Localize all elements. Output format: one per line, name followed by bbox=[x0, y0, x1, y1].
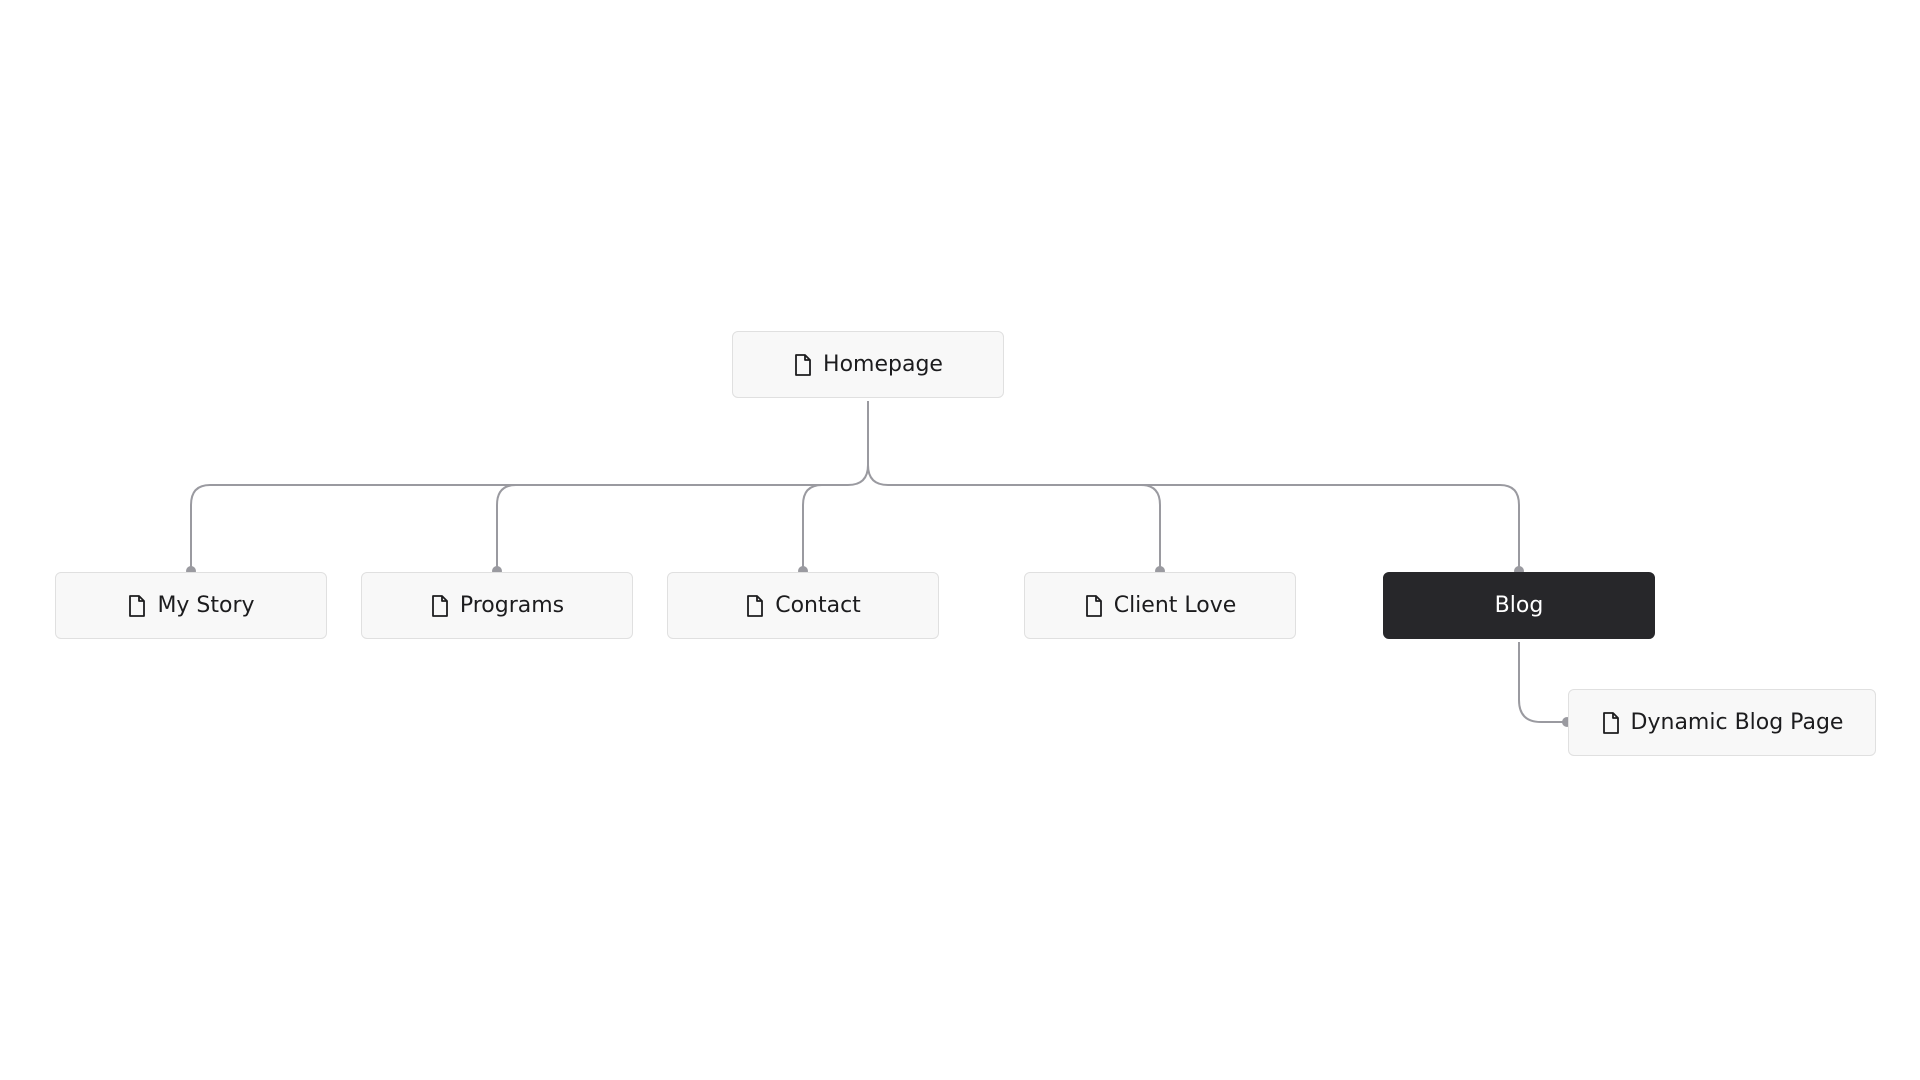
node-client-love[interactable]: Client Love bbox=[1024, 572, 1296, 639]
node-programs[interactable]: Programs bbox=[361, 572, 633, 639]
node-label: Homepage bbox=[823, 352, 943, 377]
node-my-story[interactable]: My Story bbox=[55, 572, 327, 639]
connector-root-right bbox=[867, 464, 1520, 571]
page-icon bbox=[1084, 594, 1104, 618]
node-blog[interactable]: Blog bbox=[1383, 572, 1655, 639]
page-icon bbox=[1601, 711, 1621, 735]
connector-to-contact bbox=[802, 484, 823, 571]
node-dynamic-blog-page[interactable]: Dynamic Blog Page bbox=[1568, 689, 1876, 756]
node-label: Contact bbox=[775, 593, 861, 618]
node-label: Blog bbox=[1494, 593, 1544, 618]
node-contact[interactable]: Contact bbox=[667, 572, 939, 639]
node-label: Programs bbox=[459, 593, 565, 618]
connector-blog-to-dynamic bbox=[1518, 642, 1567, 723]
node-label: Client Love bbox=[1113, 593, 1237, 618]
connector-root-trunk bbox=[190, 401, 869, 571]
page-icon bbox=[430, 594, 450, 618]
node-label: Dynamic Blog Page bbox=[1630, 710, 1844, 735]
page-icon bbox=[127, 594, 147, 618]
page-icon bbox=[745, 594, 765, 618]
page-icon bbox=[793, 353, 813, 377]
connector-to-client-love bbox=[1140, 484, 1161, 571]
node-homepage[interactable]: Homepage bbox=[732, 331, 1004, 398]
node-label: My Story bbox=[157, 593, 255, 618]
connector-to-programs bbox=[496, 484, 517, 571]
